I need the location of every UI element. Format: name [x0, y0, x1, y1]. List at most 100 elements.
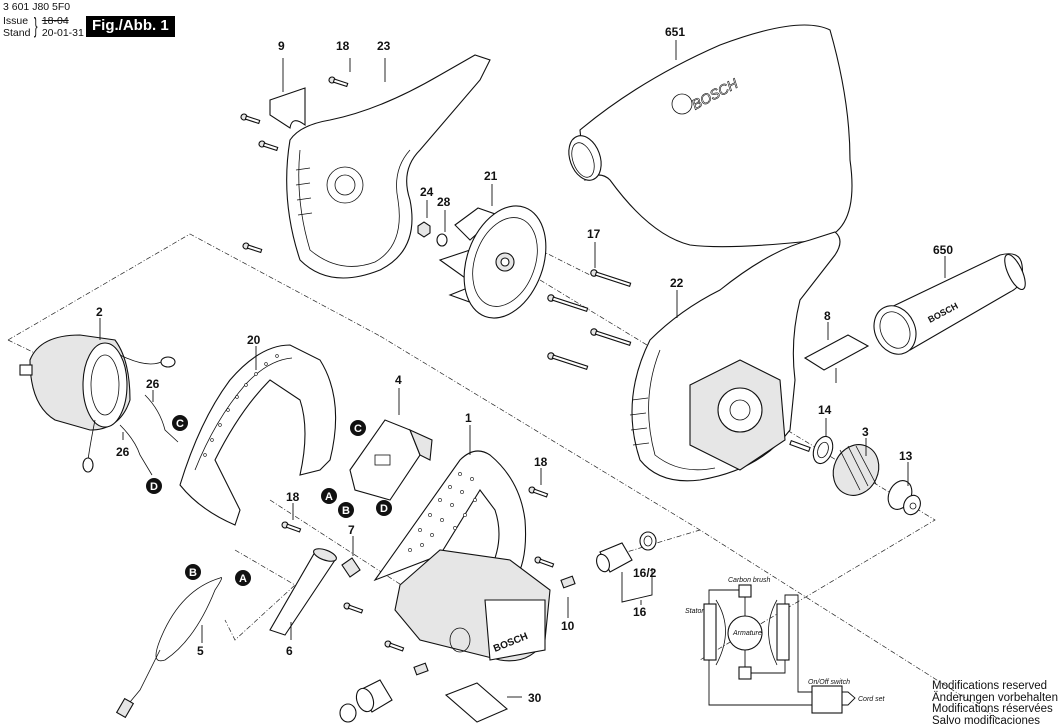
- long-screw: [590, 328, 632, 346]
- svg-text:B: B: [189, 567, 197, 579]
- part-label-16-2: 16/2: [633, 566, 657, 580]
- part-label-26: 26: [146, 377, 160, 391]
- notice-line: Modifications reserved: [932, 680, 1048, 692]
- part-label-8: 8: [824, 309, 831, 323]
- part-label-23: 23: [377, 39, 391, 53]
- part-label-6: 6: [286, 644, 293, 658]
- part-label-14: 14: [818, 403, 832, 417]
- part-label-24: 24: [420, 185, 434, 199]
- part-label-21: 21: [484, 169, 498, 183]
- connector-c: C: [350, 420, 366, 436]
- part-label-7: 7: [348, 523, 355, 537]
- screws-housing-23: [240, 76, 349, 254]
- part-label-18: 18: [336, 39, 350, 53]
- notice-line: Modifications réservées: [932, 703, 1053, 715]
- part-label-30: 30: [528, 691, 542, 705]
- cord-set-label: Cord set: [858, 696, 886, 703]
- part-label-650: 650: [933, 243, 953, 257]
- part-26-wires: 26 26: [116, 377, 179, 476]
- issue-value: 18-04: [41, 15, 69, 27]
- part-650-nozzle: BOSCH 650: [873, 243, 1026, 355]
- long-screw: [547, 294, 589, 312]
- screw: [343, 602, 364, 614]
- part-14-bearing: 14: [789, 403, 834, 465]
- modifications-notice: Modifications reserved Änderungen vorbeh…: [932, 680, 1058, 727]
- lower-brush-holder: [339, 662, 429, 723]
- stand-value: 20-01-31: [41, 27, 84, 39]
- notice-line: Salvo modificaciones: [932, 714, 1041, 727]
- part-label-2: 2: [96, 305, 103, 319]
- connector-d: D: [376, 500, 392, 516]
- part-4-switch: 4: [349, 373, 433, 501]
- stator-label: Stator: [685, 608, 704, 615]
- svg-text:A: A: [325, 491, 333, 503]
- long-screw: [547, 352, 589, 370]
- connector-c: C: [172, 415, 188, 431]
- part-label-9: 9: [278, 39, 285, 53]
- connector-a: A: [235, 570, 251, 586]
- svg-text:C: C: [354, 423, 362, 435]
- part-label-4: 4: [395, 373, 402, 387]
- part-label-18: 18: [534, 455, 548, 469]
- document-number: 3 601 J80 5F0: [3, 1, 71, 13]
- part-7-cord-clamp: 7: [341, 523, 361, 578]
- issue-label: Issue: [3, 15, 29, 27]
- part-label-13: 13: [899, 449, 913, 463]
- part-label-22: 22: [670, 276, 684, 290]
- armature-label: Armature: [732, 630, 762, 637]
- screw: [534, 556, 555, 568]
- screw: [242, 242, 263, 254]
- connector-d: D: [146, 478, 162, 494]
- carbon-brush-label: Carbon brush: [728, 577, 771, 584]
- part-label-1: 1: [465, 411, 472, 425]
- screw: [281, 521, 302, 533]
- part-16-brush-holder: 16/2 16: [596, 531, 657, 619]
- screw: [328, 76, 349, 88]
- screw: [384, 640, 405, 652]
- svg-text:B: B: [342, 505, 350, 517]
- figure-label: Fig./Abb. 1: [86, 16, 175, 37]
- wiring-diagram: Armature Carbon brush Stator On/Off swit…: [685, 577, 886, 714]
- part-1-motor-housing: BOSCH 1: [373, 411, 551, 662]
- part-5-power-cord: 5: [115, 577, 223, 719]
- part-3-armature: 3: [832, 425, 880, 496]
- part-label-28: 28: [437, 195, 451, 209]
- part-label-5: 5: [197, 644, 204, 658]
- screw: [240, 113, 261, 125]
- part-24-nut: 24: [417, 185, 434, 238]
- part-label-18: 18: [286, 490, 300, 504]
- connector-markers: C D C A B D B A: [146, 415, 392, 586]
- part-17-long-screws: 17: [547, 227, 632, 370]
- screw: [258, 140, 279, 152]
- switch-label: On/Off switch: [808, 679, 850, 686]
- svg-text:D: D: [380, 503, 388, 515]
- connector-a: A: [321, 488, 337, 504]
- part-label-17: 17: [587, 227, 601, 241]
- svg-text:D: D: [150, 481, 158, 493]
- part-21-fan-impeller: 21: [438, 169, 547, 319]
- part-label-3: 3: [862, 425, 869, 439]
- part-label-26: 26: [116, 445, 130, 459]
- part-23-housing-half: 18 23: [286, 39, 491, 279]
- part-651-dust-bag: BOSCH 651: [568, 24, 853, 248]
- long-screw: [590, 269, 632, 287]
- part-6-cord-protector: 6: [269, 548, 337, 658]
- part-label-10: 10: [561, 619, 575, 633]
- notice-line: Änderungen vorbehalten: [932, 691, 1058, 704]
- svg-text:C: C: [176, 418, 184, 430]
- part-20-handle-half: 20: [179, 333, 337, 526]
- part-22-housing-half: 22: [629, 231, 841, 482]
- connector-b: B: [185, 564, 201, 580]
- brace: }: [34, 13, 38, 38]
- stand-label: Stand: [3, 27, 31, 39]
- part-2-field-stator: 2: [19, 305, 176, 473]
- document-header: 3 601 J80 5F0 Issue Stand } 18-04 20-01-…: [3, 1, 84, 39]
- part-28-washer: 28: [436, 195, 451, 247]
- svg-text:A: A: [239, 573, 247, 585]
- screws-18: 18 18: [281, 455, 555, 652]
- part-30-label-sheet: 30: [444, 682, 542, 723]
- part-label-16: 16: [633, 605, 647, 619]
- part-label-20: 20: [247, 333, 261, 347]
- part-label-651: 651: [665, 25, 685, 39]
